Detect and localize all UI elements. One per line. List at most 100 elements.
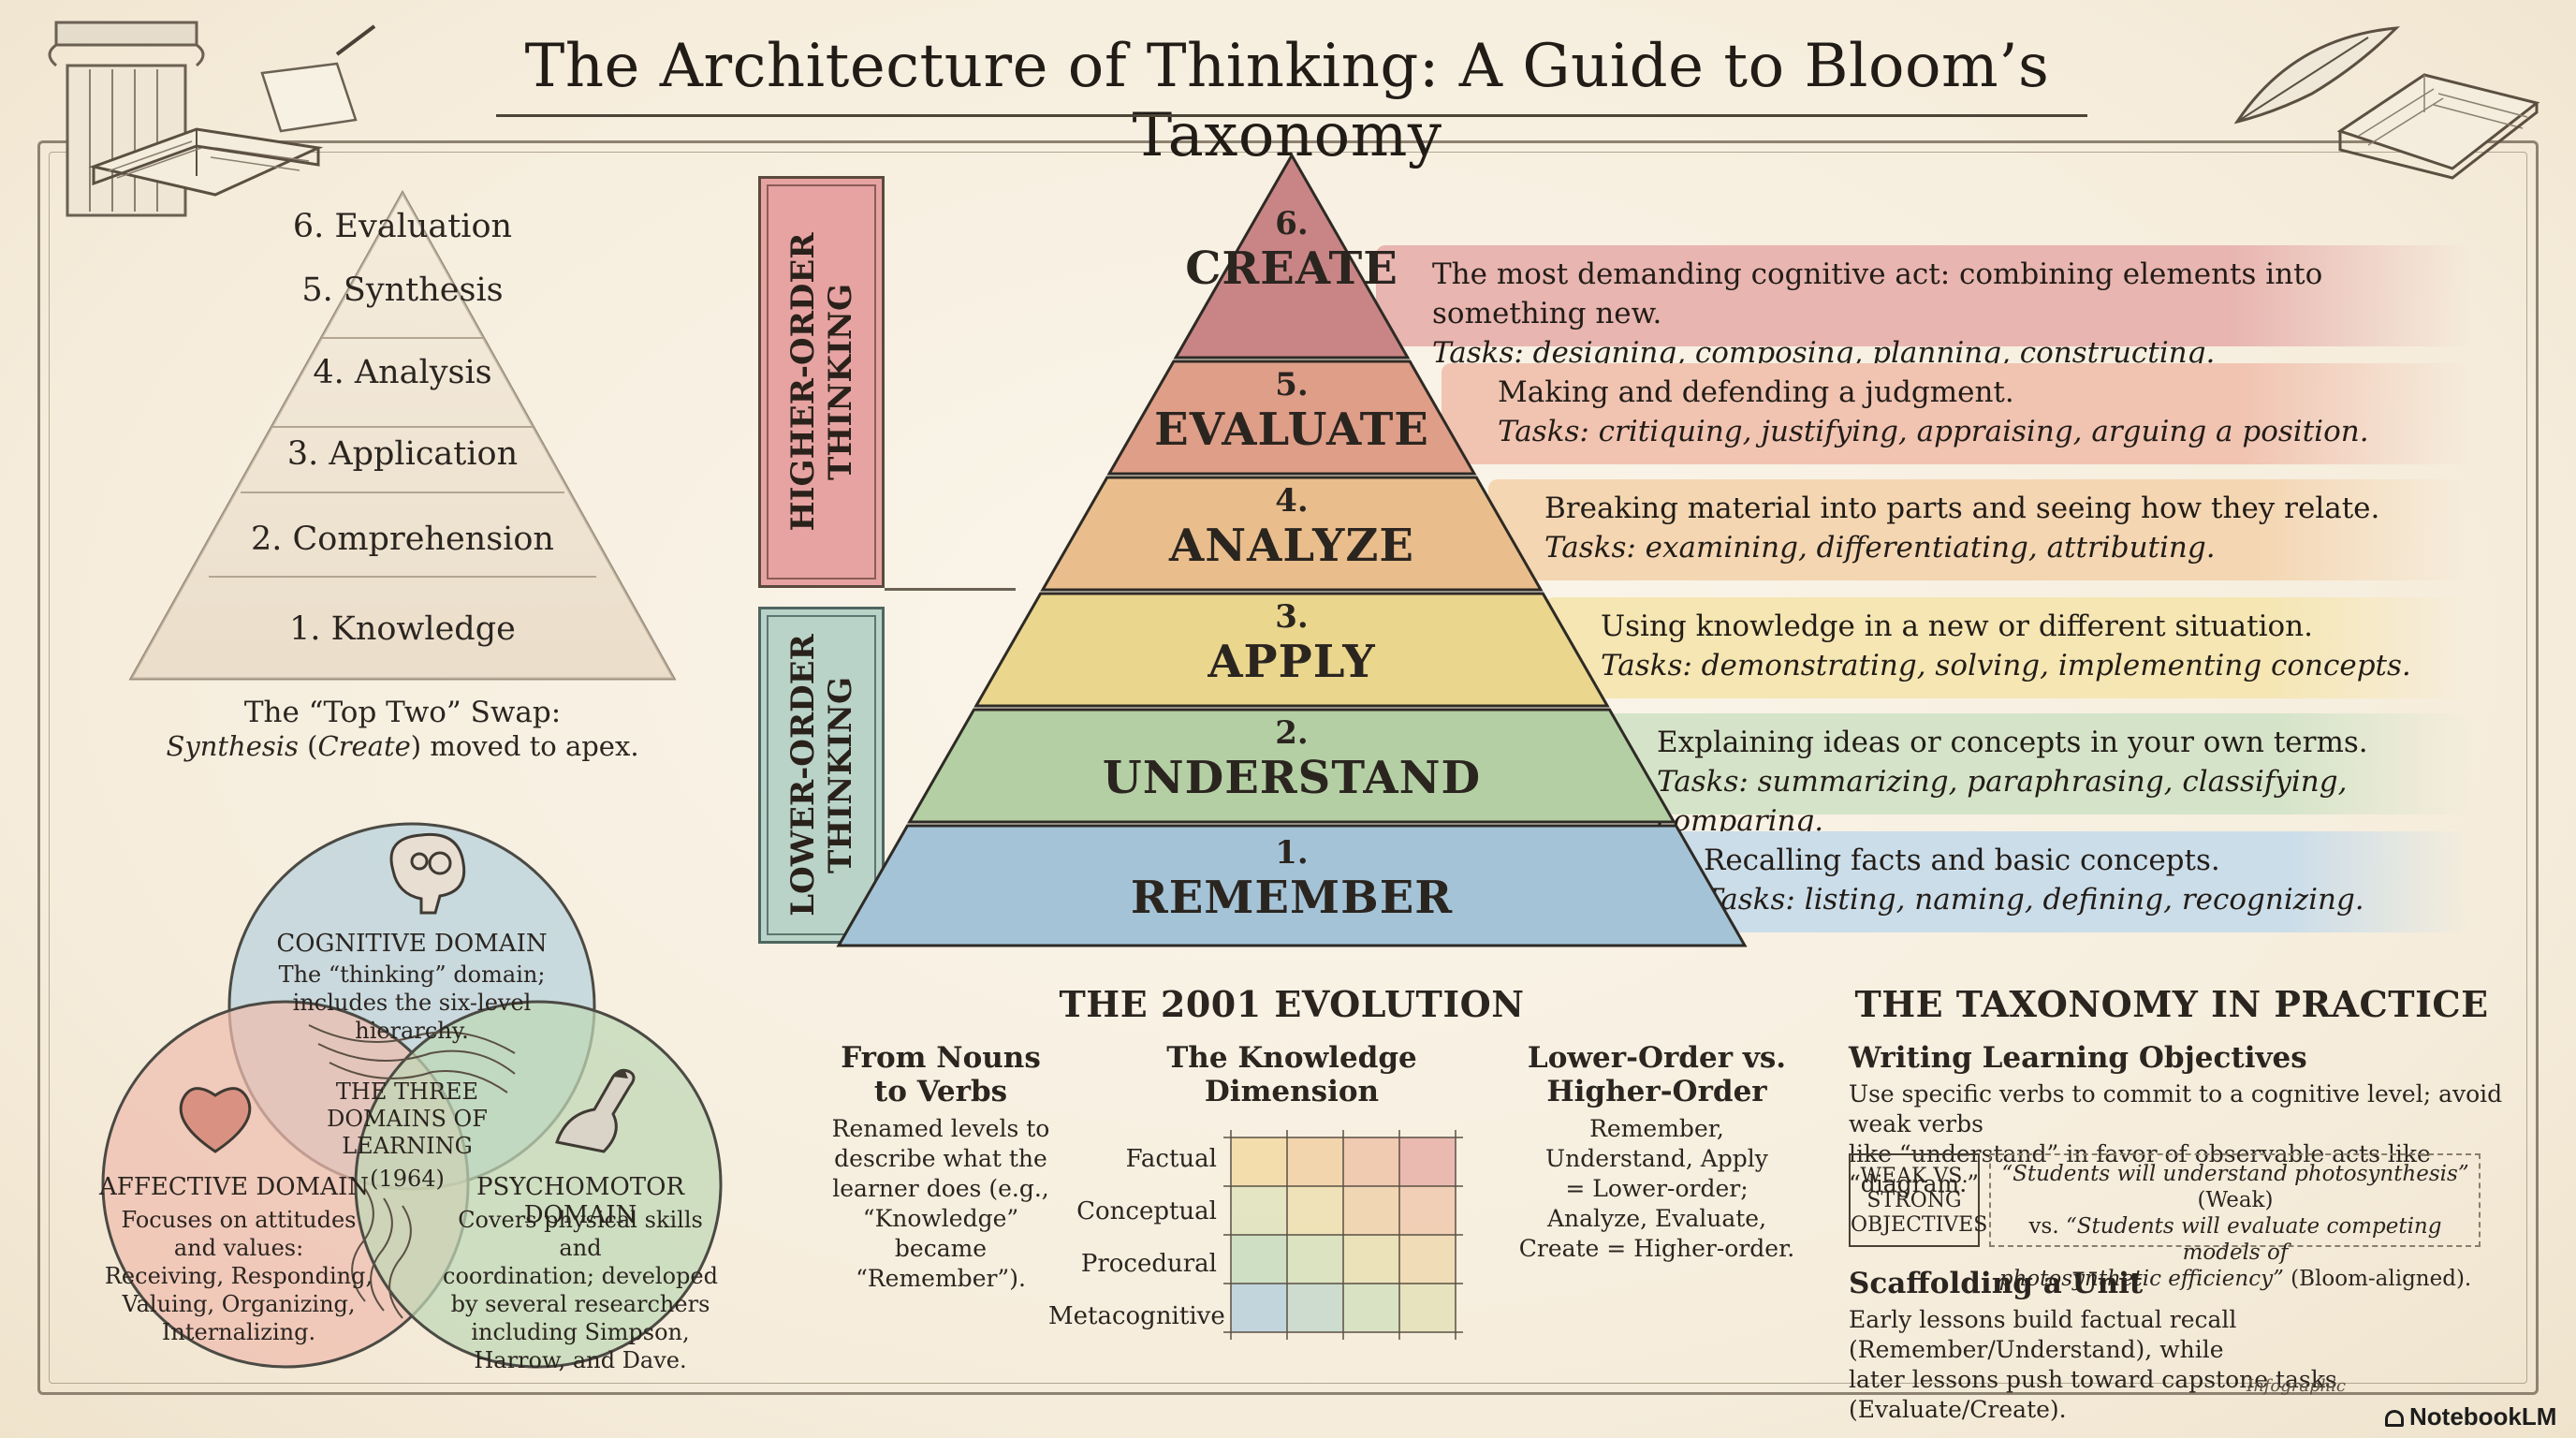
swap-caption-detail: Synthesis (Create) moved to apex. (166, 730, 639, 762)
tier-label-create: 6.CREATE (1086, 205, 1498, 295)
knowledge-grid-cell (1343, 1186, 1399, 1235)
practice-heading: THE TAXONOMY IN PRACTICE (1854, 983, 2489, 1025)
hand-wrench-icon (555, 1068, 636, 1153)
column-books-illustration (48, 21, 376, 217)
cognitive-domain-text: The “thinking” domain;includes the six-l… (278, 961, 546, 1044)
tier-description-text: Recalling facts and basic concepts. (1704, 844, 2220, 877)
knowledge-grid-cell (1287, 1284, 1343, 1332)
quill-book-illustration (2233, 26, 2540, 180)
tier-number: 5. (1275, 366, 1309, 404)
tier-description-text: Explaining ideas or concepts in your own… (1657, 726, 2368, 759)
three-domains-venn (101, 822, 723, 1369)
knowledge-grid-cell (1399, 1235, 1456, 1284)
original-level-2: 2. Comprehension (251, 521, 554, 558)
decorative-border (37, 140, 2539, 1395)
knowledge-grid-cell (1343, 1284, 1399, 1332)
tier-number: 3. (1275, 598, 1309, 636)
original-level-6: 6. Evaluation (292, 208, 513, 245)
knowledge-dimension-rows: Factual Conceptual Procedural Metacognit… (1048, 1133, 1225, 1343)
tier-description-evaluate: Making and defending a judgment.Tasks: c… (1442, 363, 2471, 464)
order-comparison-text: Remember,Understand, Apply= Lower-order;… (1518, 1115, 1795, 1262)
row-label-metacognitive: Metacognitive (1048, 1302, 1225, 1330)
order-comparison-title: Lower-Order vs.Higher-Order (1527, 1041, 1787, 1108)
knowledge-dimension-title: The Knowledge Dimension (1166, 1041, 1417, 1108)
row-label-conceptual: Conceptual (1076, 1197, 1217, 1225)
pyramid-tier-understand (907, 708, 1676, 824)
tier-description-text: The most demanding cognitive act: combin… (1432, 257, 2323, 330)
order-divider-line (885, 588, 1016, 591)
tier-name: CREATE (1185, 242, 1398, 295)
knowledge-grid-cell (1231, 1186, 1287, 1235)
lower-order-tag: LOWER-ORDER THINKING (758, 607, 885, 944)
tier-tasks-text: Tasks: summarizing, paraphrasing, classi… (1657, 765, 2348, 838)
page-title: The Architecture of Thinking: A Guide to… (524, 32, 2050, 170)
affective-domain-title: AFFECTIVE DOMAIN (99, 1173, 369, 1201)
tier-description-apply: Using knowledge in a new or different si… (1544, 597, 2471, 698)
original-pyramid (128, 189, 677, 681)
infographic-label: Infographic (2247, 1376, 2347, 1396)
original-level-4: 4. Analysis (313, 354, 492, 391)
original-level-1: 1. Knowledge (289, 610, 516, 648)
original-level-3: 3. Application (286, 435, 519, 473)
tier-label-evaluate: 5.EVALUATE (1086, 366, 1498, 456)
scaffolding-title: Scaffolding a Unit (1849, 1267, 2144, 1300)
pyramid-tier-analyze (1040, 476, 1544, 592)
tier-description-text: Using knowledge in a new or different si… (1601, 609, 2313, 643)
row-label-factual: Factual (1125, 1145, 1217, 1173)
pyramid-tier-create (1173, 152, 1411, 360)
tier-number: 2. (1275, 714, 1309, 752)
knowledge-grid-cell (1287, 1137, 1343, 1186)
knowledge-grid-cell (1287, 1186, 1343, 1235)
tier-label-understand: 2.UNDERSTAND (1086, 714, 1498, 804)
knowledge-grid-cell (1399, 1137, 1456, 1186)
tier-name: REMEMBER (1130, 872, 1454, 924)
tier-description-create: The most demanding cognitive act: combin… (1376, 245, 2471, 370)
tier-name: UNDERSTAND (1102, 752, 1482, 804)
knowledge-grid-cell (1399, 1186, 1456, 1235)
tier-tasks-text: Tasks: listing, naming, defining, recogn… (1704, 883, 2364, 917)
psychomotor-domain-title: PSYCHOMOTOR DOMAIN (476, 1173, 685, 1229)
tier-name: EVALUATE (1154, 404, 1429, 456)
scaffolding-text: Early lessons build factual recall (Reme… (1849, 1306, 2337, 1423)
brain-gears-icon (389, 832, 466, 915)
knowledge-grid (1223, 1130, 1463, 1340)
tier-description-understand: Explaining ideas or concepts in your own… (1601, 713, 2471, 838)
tier-number: 4. (1275, 482, 1309, 520)
tier-label-remember: 1.REMEMBER (1086, 834, 1498, 924)
pyramid-tier-apply (973, 592, 1610, 708)
tier-name: ANALYZE (1169, 520, 1414, 572)
higher-order-tag: HIGHER-ORDER THINKING (758, 176, 885, 588)
revised-pyramid (836, 152, 1748, 947)
original-level-5: 5. Synthesis (301, 271, 504, 309)
knowledge-grid-cell (1287, 1235, 1343, 1284)
pyramid-tier-evaluate (1106, 360, 1477, 476)
title-underline (496, 114, 2087, 117)
knowledge-grid-cell (1231, 1235, 1287, 1284)
evolution-heading: THE 2001 EVOLUTION (1059, 983, 1525, 1025)
knowledge-grid-cell (1343, 1235, 1399, 1284)
brand-logo-icon (2385, 1410, 2404, 1427)
tier-tasks-text: Tasks: critiquing, justifying, appraisin… (1498, 415, 2369, 448)
cognitive-domain-title: COGNITIVE DOMAIN (276, 930, 548, 958)
tier-description-analyze: Breaking material into parts and seeing … (1488, 479, 2471, 580)
knowledge-grid-cell (1231, 1137, 1287, 1186)
weak-strong-example: “Students will understand photosynthesis… (1998, 1162, 2472, 1291)
tier-label-analyze: 4.ANALYZE (1086, 482, 1498, 572)
heart-icon (179, 1087, 252, 1153)
tier-description-remember: Recalling facts and basic concepts. Tasks… (1647, 831, 2471, 932)
notebooklm-brand: NotebookLM (2385, 1402, 2572, 1431)
objectives-title: Writing Learning Objectives (1849, 1041, 2307, 1075)
decorative-border-inner (49, 152, 2527, 1384)
swap-caption-title: The “Top Two” Swap: (243, 696, 562, 729)
row-label-procedural: Procedural (1080, 1250, 1217, 1278)
knowledge-grid-cell (1399, 1284, 1456, 1332)
tier-tasks-text: Tasks: demonstrating, solving, implement… (1601, 649, 2411, 682)
tier-label-apply: 3.APPLY (1086, 598, 1498, 688)
